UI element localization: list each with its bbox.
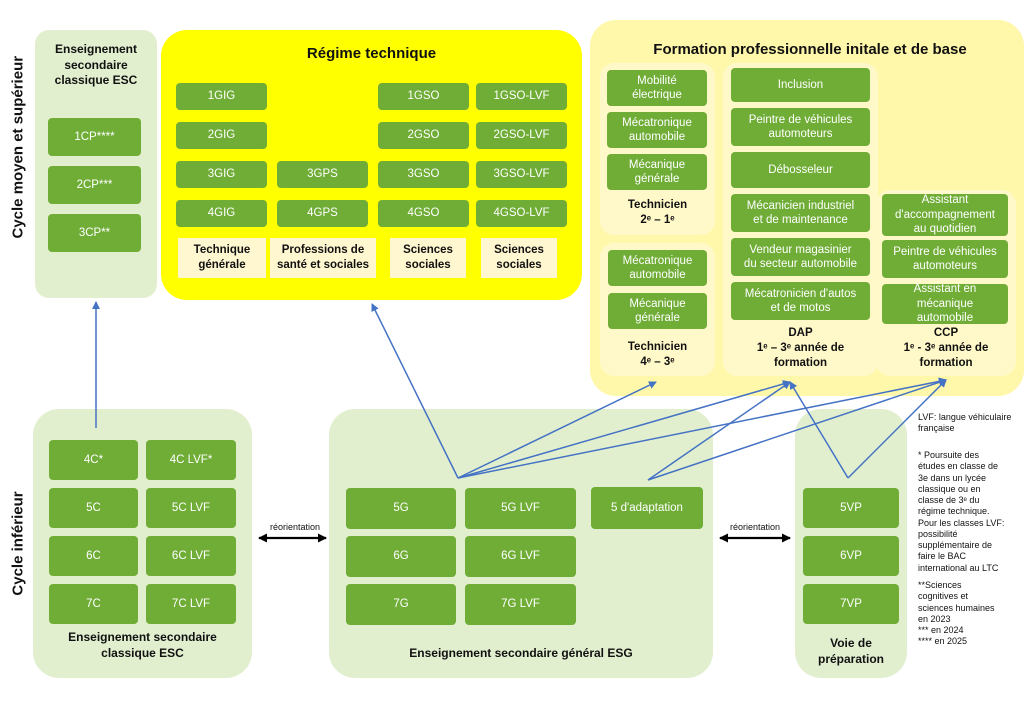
ccp-peintre[interactable]: Peintre de véhicules automoteurs <box>882 240 1008 278</box>
formation-pro-title: Formation professionnelle initale et de … <box>653 41 967 58</box>
class-4gps[interactable]: 4GPS <box>277 200 368 227</box>
esc-lower-title: Enseignement secondaire classique ESC <box>68 630 217 660</box>
esc-upper-title: Enseignement secondaire classique ESC <box>54 42 138 88</box>
label-sciences-sociales-1: Sciences sociales <box>390 238 466 278</box>
class-6g[interactable]: 6G <box>346 536 456 577</box>
class-1gso-lvf[interactable]: 1GSO-LVF <box>476 83 567 110</box>
class-5g-lvf[interactable]: 5G LVF <box>465 488 576 529</box>
technicien-upper-caption: Technicien 2ᵉ – 1ᵉ <box>627 199 688 226</box>
dap-caption: DAP 1ᵉ – 3ᵉ année de formation <box>756 327 845 369</box>
class-7c[interactable]: 7C <box>49 584 138 624</box>
class-4gso-lvf[interactable]: 4GSO-LVF <box>476 200 567 227</box>
reorientation-label-left: réorientation <box>270 522 321 532</box>
class-7vp[interactable]: 7VP <box>803 584 899 624</box>
label-technique-generale: Technique générale <box>178 238 266 278</box>
class-3gso[interactable]: 3GSO <box>378 161 469 188</box>
class-2gso-lvf[interactable]: 2GSO-LVF <box>476 122 567 149</box>
class-5-adaptation[interactable]: 5 d'adaptation <box>591 487 703 529</box>
class-5g[interactable]: 5G <box>346 488 456 529</box>
tech-lower-mecatronique[interactable]: Mécatronique automobile <box>608 250 707 286</box>
class-2cp[interactable]: 2CP*** <box>48 166 141 204</box>
tech-upper-mecatronique[interactable]: Mécatronique automobile <box>607 112 707 148</box>
class-1gig[interactable]: 1GIG <box>176 83 267 110</box>
tech-upper-mecanique[interactable]: Mécanique générale <box>607 154 707 190</box>
dap-peintre[interactable]: Peintre de véhicules automoteurs <box>731 108 870 146</box>
class-7g-lvf[interactable]: 7G LVF <box>465 584 576 625</box>
class-2gig[interactable]: 2GIG <box>176 122 267 149</box>
dap-inclusion[interactable]: Inclusion <box>731 68 870 102</box>
dap-mecanicien-industriel[interactable]: Mécanicien industriel et de maintenance <box>731 194 870 232</box>
ccp-caption: CCP 1ᵉ - 3ᵉ année de formation <box>903 327 989 369</box>
note-lvf: LVF: langue véhiculaire française <box>918 412 1012 434</box>
class-4gig[interactable]: 4GIG <box>176 200 267 227</box>
class-5c-lvf[interactable]: 5C LVF <box>146 488 236 528</box>
tech-lower-mecanique[interactable]: Mécanique générale <box>608 293 707 329</box>
class-3gig[interactable]: 3GIG <box>176 161 267 188</box>
ccp-assistant-accompagnement[interactable]: Assistant d'accompagnement au quotidien <box>882 194 1008 236</box>
label-professions-sante: Professions de santé et sociales <box>270 238 376 278</box>
class-7c-lvf[interactable]: 7C LVF <box>146 584 236 624</box>
class-7g[interactable]: 7G <box>346 584 456 625</box>
class-4c[interactable]: 4C* <box>49 440 138 480</box>
class-4c-lvf[interactable]: 4C LVF* <box>146 440 236 480</box>
voie-title: Voie de préparation <box>817 636 884 666</box>
tech-upper-mobilite[interactable]: Mobilité électrique <box>607 70 707 106</box>
technicien-lower-caption: Technicien 4ᵉ – 3ᵉ <box>627 341 688 368</box>
dap-mecatronicien[interactable]: Mécatronicien d'autos et de motos <box>731 282 870 320</box>
regime-technique-title: Régime technique <box>306 45 437 62</box>
dap-debosseleur[interactable]: Débosseleur <box>731 152 870 188</box>
arrows-from-adaptation <box>647 378 947 481</box>
class-1cp[interactable]: 1CP**** <box>48 118 141 156</box>
class-3gps[interactable]: 3GPS <box>277 161 368 188</box>
note-star1: * Poursuite des études en classe de 3e d… <box>918 450 1005 573</box>
label-sciences-sociales-2: Sciences sociales <box>481 238 557 278</box>
class-6c-lvf[interactable]: 6C LVF <box>146 536 236 576</box>
class-6vp[interactable]: 6VP <box>803 536 899 576</box>
class-5vp[interactable]: 5VP <box>803 488 899 528</box>
reorientation-label-right: réorientation <box>730 522 781 532</box>
class-3gso-lvf[interactable]: 3GSO-LVF <box>476 161 567 188</box>
dap-vendeur-magasinier[interactable]: Vendeur magasinier du secteur automobile <box>731 238 870 276</box>
ccp-assistant-mecanique[interactable]: Assistant en mécanique automobile <box>882 283 1008 324</box>
esc-upper-panel <box>35 30 157 298</box>
class-2gso[interactable]: 2GSO <box>378 122 469 149</box>
esg-title: Enseignement secondaire général ESG <box>409 646 633 660</box>
note-star2: **Sciences cognitives et sciences humain… <box>918 580 995 647</box>
class-6c[interactable]: 6C <box>49 536 138 576</box>
class-5c[interactable]: 5C <box>49 488 138 528</box>
class-1gso[interactable]: 1GSO <box>378 83 469 110</box>
arrows-from-voie <box>789 379 947 479</box>
class-3cp[interactable]: 3CP** <box>48 214 141 252</box>
arrows-from-esg <box>371 303 947 479</box>
class-4gso[interactable]: 4GSO <box>378 200 469 227</box>
class-6g-lvf[interactable]: 6G LVF <box>465 536 576 577</box>
